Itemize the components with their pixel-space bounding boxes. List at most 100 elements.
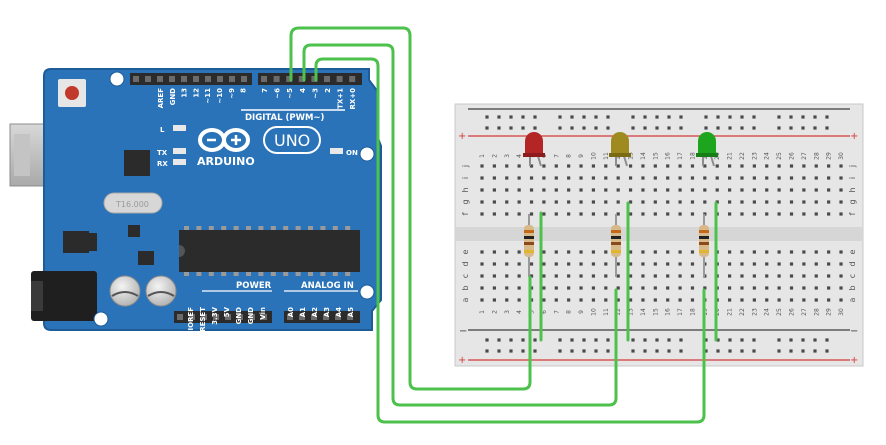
breadboard-hole[interactable] — [839, 262, 843, 266]
breadboard-hole[interactable] — [789, 200, 794, 204]
breadboard-hole[interactable] — [789, 212, 794, 216]
breadboard-hole[interactable] — [653, 200, 657, 204]
breadboard-hole[interactable] — [554, 188, 558, 192]
rail-hole[interactable] — [509, 115, 513, 119]
breadboard-hole[interactable] — [579, 212, 583, 216]
rail-hole[interactable] — [558, 126, 562, 130]
breadboard-hole[interactable] — [789, 262, 794, 266]
breadboard-hole[interactable] — [529, 200, 534, 204]
breadboard-hole[interactable] — [802, 262, 806, 266]
breadboard-hole[interactable] — [839, 298, 843, 302]
breadboard-hole[interactable] — [777, 250, 781, 254]
breadboard-hole[interactable] — [777, 164, 781, 168]
rail-hole[interactable] — [679, 349, 683, 353]
breadboard-hole[interactable] — [752, 212, 756, 216]
breadboard-hole[interactable] — [653, 212, 657, 216]
breadboard-hole[interactable] — [740, 298, 744, 302]
breadboard-hole[interactable] — [802, 298, 806, 302]
breadboard-hole[interactable] — [616, 262, 620, 266]
rail-hole[interactable] — [521, 349, 525, 353]
rail-hole[interactable] — [655, 115, 659, 119]
breadboard-hole[interactable] — [777, 188, 781, 192]
rail-hole[interactable] — [582, 126, 586, 130]
breadboard-hole[interactable] — [517, 200, 521, 204]
breadboard-hole[interactable] — [715, 188, 719, 192]
rail-hole[interactable] — [704, 349, 708, 353]
header-hole[interactable] — [177, 314, 183, 320]
breadboard-hole[interactable] — [529, 164, 534, 168]
rail-hole[interactable] — [716, 126, 720, 130]
header-hole[interactable] — [261, 314, 267, 320]
breadboard-hole[interactable] — [505, 298, 509, 302]
rail-hole[interactable] — [825, 115, 829, 119]
breadboard-hole[interactable] — [802, 250, 806, 254]
header-hole[interactable] — [225, 314, 231, 320]
breadboard-hole[interactable] — [480, 286, 484, 290]
breadboard-hole[interactable] — [752, 274, 756, 278]
breadboard-hole[interactable] — [554, 274, 558, 278]
breadboard-hole[interactable] — [666, 286, 670, 290]
led-yellow[interactable] — [609, 132, 631, 167]
breadboard-hole[interactable] — [715, 176, 719, 180]
header-hole[interactable] — [347, 314, 353, 320]
breadboard-hole[interactable] — [690, 176, 695, 180]
rail-hole[interactable] — [740, 115, 744, 119]
resistor-green[interactable] — [699, 214, 709, 277]
breadboard-hole[interactable] — [604, 286, 608, 290]
breadboard-hole[interactable] — [591, 250, 596, 254]
rail-hole[interactable] — [667, 126, 671, 130]
breadboard-hole[interactable] — [740, 212, 744, 216]
breadboard-hole[interactable] — [604, 274, 608, 278]
rail-hole[interactable] — [789, 349, 793, 353]
breadboard-hole[interactable] — [690, 274, 695, 278]
breadboard-hole[interactable] — [567, 212, 571, 216]
breadboard-hole[interactable] — [542, 274, 546, 278]
breadboard-hole[interactable] — [752, 188, 756, 192]
breadboard-hole[interactable] — [789, 250, 794, 254]
rail-hole[interactable] — [667, 338, 671, 342]
breadboard-hole[interactable] — [814, 298, 818, 302]
breadboard-hole[interactable] — [752, 250, 756, 254]
rail-hole[interactable] — [509, 126, 513, 130]
header-hole[interactable] — [249, 314, 255, 320]
header-hole[interactable] — [133, 76, 139, 82]
breadboard-hole[interactable] — [554, 298, 558, 302]
breadboard-hole[interactable] — [777, 274, 781, 278]
rail-hole[interactable] — [594, 126, 598, 130]
wire-pin5-red[interactable] — [289, 26, 532, 391]
rail-hole[interactable] — [606, 349, 610, 353]
rail-hole[interactable] — [667, 115, 671, 119]
breadboard-hole[interactable] — [604, 212, 608, 216]
header-hole[interactable] — [237, 314, 243, 320]
rail-hole[interactable] — [631, 349, 635, 353]
breadboard-hole[interactable] — [542, 262, 546, 266]
resistor-yellow[interactable] — [611, 214, 621, 277]
breadboard-hole[interactable] — [492, 200, 496, 204]
breadboard-hole[interactable] — [517, 164, 521, 168]
breadboard-hole[interactable] — [802, 286, 806, 290]
breadboard-hole[interactable] — [653, 164, 657, 168]
breadboard-hole[interactable] — [690, 262, 695, 266]
breadboard-hole[interactable] — [814, 250, 818, 254]
rail-hole[interactable] — [752, 115, 756, 119]
breadboard-hole[interactable] — [604, 250, 608, 254]
breadboard-hole[interactable] — [505, 250, 509, 254]
rail-hole[interactable] — [570, 126, 574, 130]
breadboard-hole[interactable] — [666, 250, 670, 254]
breadboard-hole[interactable] — [480, 250, 484, 254]
rail-hole[interactable] — [777, 349, 781, 353]
breadboard-hole[interactable] — [517, 250, 521, 254]
rail-hole[interactable] — [497, 349, 501, 353]
rail-hole[interactable] — [679, 115, 683, 119]
reset-button-cap[interactable] — [65, 86, 79, 100]
breadboard-hole[interactable] — [666, 212, 670, 216]
breadboard-hole[interactable] — [765, 286, 769, 290]
header-hole[interactable] — [323, 314, 329, 320]
breadboard-hole[interactable] — [703, 286, 707, 290]
rail-hole[interactable] — [606, 338, 610, 342]
header-hole[interactable] — [311, 314, 317, 320]
breadboard-hole[interactable] — [789, 298, 794, 302]
breadboard-hole[interactable] — [690, 188, 695, 192]
breadboard-hole[interactable] — [765, 176, 769, 180]
